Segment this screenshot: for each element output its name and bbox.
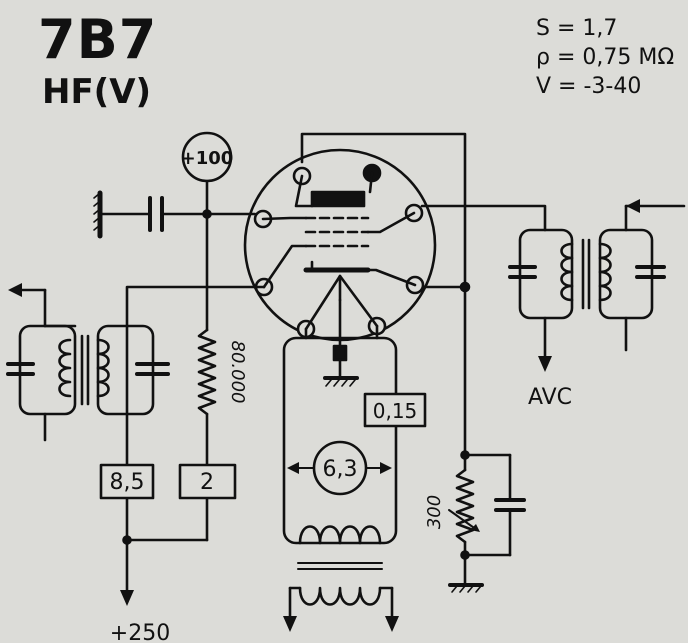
cathode-bias xyxy=(448,450,526,593)
heater-voltage-label: 6,3 xyxy=(323,457,358,482)
plate-current-label: 8,5 xyxy=(110,470,145,495)
left-if-transformer xyxy=(6,283,266,467)
parameter-list: S = 1,7 ρ = 0,75 MΩ V = -3-40 xyxy=(536,14,674,101)
screen-voltage-label: +100 xyxy=(181,148,234,169)
param-row-v: V = -3-40 xyxy=(536,74,642,99)
supply-voltage-label: +250 xyxy=(110,621,170,643)
param-row-rho: ρ = 0,75 MΩ xyxy=(536,45,675,70)
tube-function-subtitle: HF(V) xyxy=(42,72,152,112)
heater-circuit xyxy=(282,298,399,632)
value-boxes xyxy=(99,392,427,500)
heater-current-label: 0,15 xyxy=(373,399,418,423)
grid-bypass xyxy=(93,190,257,239)
tube-top-lead xyxy=(300,132,467,472)
tube-electrodes xyxy=(261,171,417,331)
screen-supply xyxy=(125,131,233,542)
param-row-s: S = 1,7 xyxy=(536,16,618,41)
tube-type-title: 7B7 xyxy=(38,8,158,71)
right-if-transformer xyxy=(420,199,686,372)
plate-current-branch xyxy=(120,496,134,606)
avc-label: AVC xyxy=(528,385,572,410)
screen-current-label: 2 xyxy=(200,470,214,495)
cathode-resistor-label: 300 xyxy=(424,495,445,529)
screen-resistor-label: 80.000 xyxy=(227,341,248,404)
